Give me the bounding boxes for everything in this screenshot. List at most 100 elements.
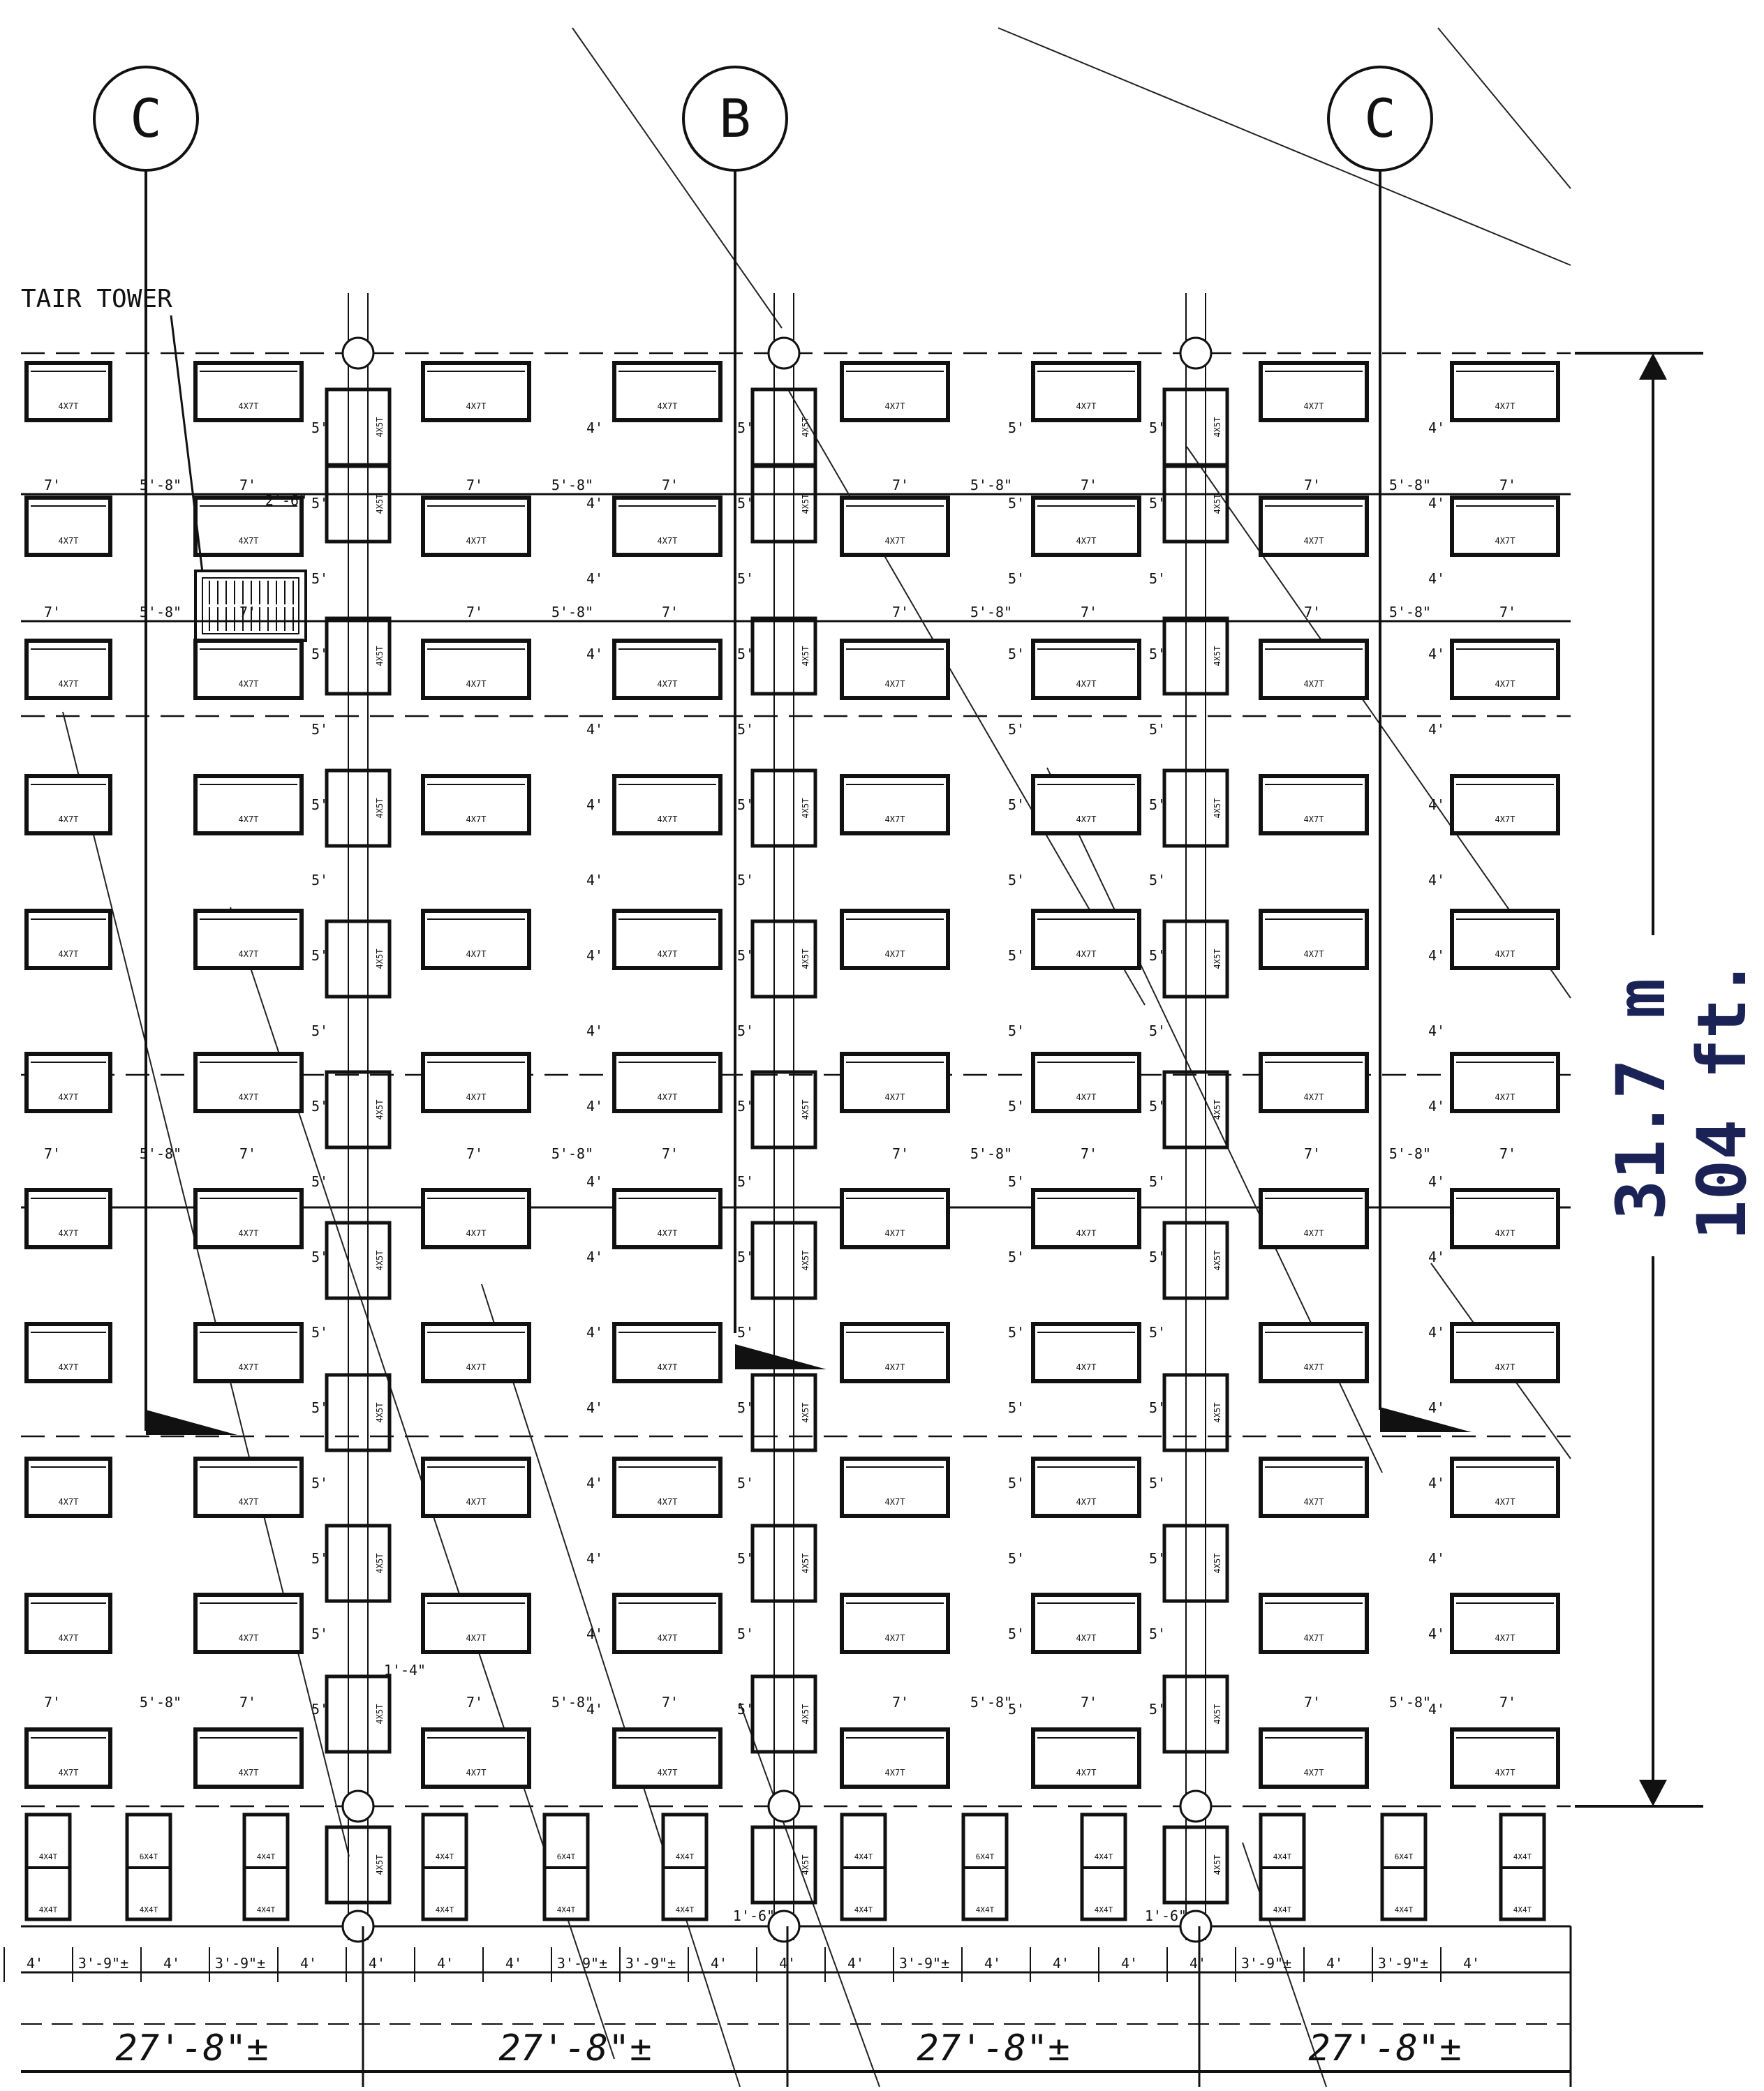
window <box>612 361 722 422</box>
column-node <box>767 1910 801 1943</box>
window <box>1259 909 1369 970</box>
stack-label: 5' <box>1008 796 1025 813</box>
stack-label: 4' <box>1428 419 1445 436</box>
spacing-label: 1'-4" <box>384 1662 426 1679</box>
sub-dimension-label: 3'-9"± <box>78 1955 128 1972</box>
window-tag: 4X7T <box>1304 1768 1324 1778</box>
window-tag: 4X7T <box>885 814 905 824</box>
stack-label: 5' <box>737 646 754 662</box>
window-tag: 4X7T <box>1304 1633 1324 1643</box>
stack-label: 5' <box>311 1701 328 1718</box>
window <box>193 774 304 835</box>
window-tag: 4X7T <box>239 1362 259 1372</box>
column-tag: 4X5T <box>375 798 385 819</box>
column-tag: 4X5T <box>801 1704 810 1725</box>
spacing-label: 7' <box>466 1145 483 1162</box>
window <box>840 1457 950 1518</box>
column-panel <box>325 768 392 848</box>
window <box>1450 496 1560 557</box>
column-panel <box>325 1221 392 1300</box>
bay-dimension-label: 27'-8"± <box>1308 2027 1461 2069</box>
height-imperial: 104 ft. <box>1683 958 1761 1241</box>
window <box>193 1052 304 1113</box>
window-tag: 4X7T <box>658 679 678 689</box>
stack-label: 5' <box>1149 1098 1166 1115</box>
spacing-label: 5'-8" <box>970 1694 1012 1711</box>
stack-label: 5' <box>1149 1701 1166 1718</box>
window-tag: 4X7T <box>239 1633 259 1643</box>
window-tag: 4X7T <box>885 1228 905 1238</box>
column-node <box>767 1789 801 1823</box>
spacing-label: 5'-8" <box>1389 477 1431 493</box>
column-panel <box>750 1221 817 1300</box>
sub-dimension-label: 4' <box>1463 1955 1480 1972</box>
window-tag: 4X7T <box>1076 1362 1097 1372</box>
ground-window-tag: 4X4T <box>976 1905 995 1914</box>
column-tag: 4X5T <box>801 417 810 438</box>
window-tag: 4X7T <box>885 1633 905 1643</box>
window-tag: 4X7T <box>1304 1497 1324 1507</box>
spacing-label: 7' <box>44 477 61 493</box>
window-tag: 4X7T <box>1076 814 1097 824</box>
window-tag: 4X7T <box>1495 1092 1515 1102</box>
window <box>421 1593 531 1654</box>
window-tag: 4X7T <box>1495 401 1515 411</box>
stack-label: 5' <box>1149 721 1166 738</box>
ground-floor-windows: 4X4T4X4T6X4T4X4T4X4T4X4T4X4T4X4T6X4T4X4T… <box>24 1813 1546 1921</box>
hatch-line <box>1437 27 1571 189</box>
stack-label: 5' <box>1149 872 1166 888</box>
stack-label: 5' <box>1008 419 1025 436</box>
window-tag: 4X7T <box>1495 1497 1515 1507</box>
window-tag: 4X7T <box>1495 1633 1515 1643</box>
sub-dimension-label: 4' <box>163 1955 180 1972</box>
hatch-line <box>62 711 350 1857</box>
stack-label: 5' <box>1149 570 1166 587</box>
window <box>840 909 950 970</box>
window-tag: 4X7T <box>59 1633 79 1643</box>
spacing-label: 7' <box>239 1694 256 1711</box>
window <box>1450 909 1560 970</box>
spacing-label: 7' <box>662 1145 679 1162</box>
column-strips: 4X5T4X5T4X5T4X5T4X5T4X5T4X5T4X5T4X5T4X5T… <box>325 293 1229 1943</box>
window-tag: 4X7T <box>466 1228 487 1238</box>
stack-label: 5' <box>737 721 754 738</box>
ground-window-tag: 4X4T <box>140 1905 158 1914</box>
column-tag: 4X5T <box>1213 949 1222 969</box>
window <box>840 1322 950 1383</box>
window <box>1259 1052 1369 1113</box>
window <box>193 496 304 557</box>
window <box>24 1727 112 1789</box>
column-line-c-left: C <box>93 66 199 1431</box>
stack-label: 5' <box>1149 1550 1166 1567</box>
ground-window-tag: 4X4T <box>1095 1852 1113 1861</box>
stack-label: 5' <box>737 796 754 813</box>
stack-label: 5' <box>1149 495 1166 512</box>
window-tag: 4X7T <box>59 1092 79 1102</box>
sub-dimension-label: 3'-9"± <box>1241 1955 1291 1972</box>
window-tag: 4X7T <box>1495 1228 1515 1238</box>
stack-label: 5' <box>1008 646 1025 662</box>
column-panel <box>1162 1221 1229 1300</box>
spacing-label: 5'-8" <box>551 604 593 620</box>
stack-label: 4' <box>586 1550 603 1567</box>
column-tag: 4X5T <box>801 1855 810 1875</box>
spacing-label: 5'-8" <box>970 1145 1012 1162</box>
stack-label: 4' <box>586 872 603 888</box>
sub-dimension-label: 3'-9"± <box>625 1955 676 1972</box>
window-tag: 4X7T <box>1076 1092 1097 1102</box>
bay-dimension-label: 27'-8"± <box>115 2027 268 2069</box>
window-tag: 4X7T <box>1495 679 1515 689</box>
window <box>24 496 112 557</box>
window <box>421 1322 531 1383</box>
window-tag: 4X7T <box>885 1092 905 1102</box>
column-tag: 4X5T <box>801 646 810 667</box>
stack-label: 4' <box>586 947 603 964</box>
stack-label: 4' <box>586 1399 603 1416</box>
window-tag: 4X7T <box>1076 1228 1097 1238</box>
window-tag: 4X7T <box>885 679 905 689</box>
spacing-label: 7' <box>1499 604 1516 620</box>
stack-label: 4' <box>586 419 603 436</box>
window-tag: 4X7T <box>59 949 79 959</box>
sub-dimension-label: 3'-9"± <box>899 1955 949 1972</box>
